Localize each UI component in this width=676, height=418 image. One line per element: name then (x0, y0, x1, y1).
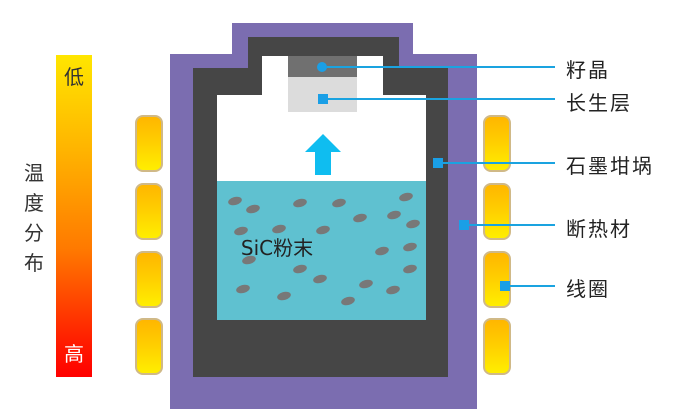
graphite-crucible-label: 石墨坩埚 (566, 154, 654, 178)
temperature-gradient-bar: 低 高 (56, 55, 92, 377)
coil-marker (500, 281, 510, 291)
coil-leader-line (510, 285, 555, 287)
insulation-marker (459, 220, 469, 230)
growth-layer-label: 长生层 (566, 91, 632, 115)
coil-left-4 (135, 318, 163, 375)
insulation-label: 断热材 (566, 217, 632, 241)
high-temperature-label: 高 (64, 342, 84, 366)
graphite-crucible-leader-line (443, 162, 555, 164)
growth-layer-marker (318, 94, 328, 104)
coil-label: 线圈 (566, 277, 610, 301)
graphite-crucible-marker (433, 158, 443, 168)
insulation-leader-line (469, 224, 555, 226)
growth-layer-leader-line (328, 98, 555, 100)
coil-right-2 (483, 183, 511, 240)
low-temperature-label: 低 (64, 65, 84, 89)
temperature-distribution-title: 温度分布 (24, 161, 44, 275)
coil-left-3 (135, 251, 163, 308)
upward-arrow-icon (305, 134, 341, 175)
coil-right-3 (483, 251, 511, 308)
seed-crystal-label: 籽晶 (566, 58, 610, 82)
coil-left-1 (135, 115, 163, 172)
seed-crystal-marker (317, 62, 327, 72)
sic-powder-label: SiC粉末 (240, 236, 314, 260)
seed-crystal-leader-line (327, 66, 555, 68)
coil-left-2 (135, 183, 163, 240)
coil-right-4 (483, 318, 511, 375)
